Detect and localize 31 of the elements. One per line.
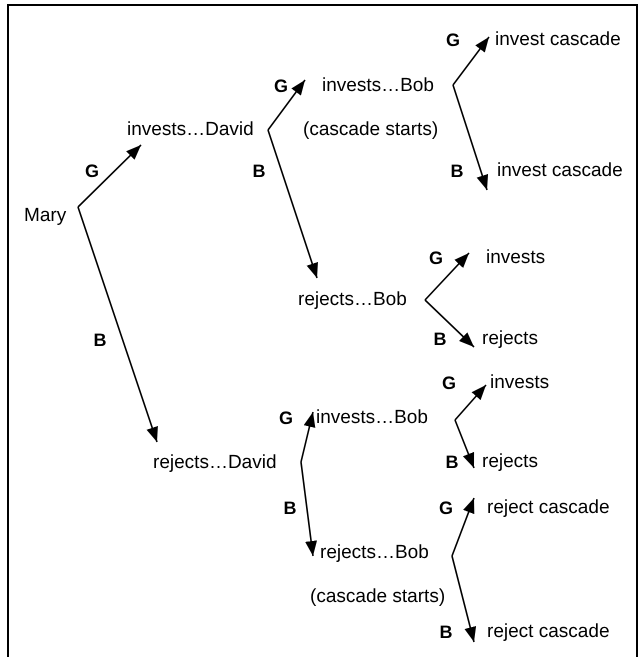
node-note: (cascade starts) [310, 587, 446, 607]
node-label: rejects…Bob [297, 289, 408, 311]
node-label: reject cascade [486, 497, 611, 519]
arrow [452, 36, 490, 86]
node-label: invest cascade [496, 160, 624, 182]
arrow [424, 252, 470, 301]
node-label: invests…Bob [321, 75, 435, 97]
arrow [452, 84, 488, 190]
node-label: rejects [481, 328, 539, 350]
node-label: invest cascade [494, 29, 622, 51]
node-label: reject cascade [486, 621, 611, 643]
node-label: invests…Bob [315, 407, 429, 429]
arrow [267, 80, 306, 130]
node-label: invests [489, 372, 550, 394]
arrow [451, 556, 476, 642]
node-label: Mary [23, 205, 68, 227]
arrow [300, 412, 316, 462]
arrow [77, 144, 142, 208]
node-label: invests…David [126, 119, 255, 141]
arrow [77, 206, 158, 442]
node-note: (cascade starts) [303, 120, 438, 140]
node-label: rejects…Bob [319, 542, 430, 564]
node-label: rejects…David [152, 452, 278, 474]
arrow [451, 498, 475, 556]
arrow [454, 420, 475, 468]
arrow [300, 462, 318, 556]
node-label: rejects [481, 451, 539, 473]
arrow [424, 299, 475, 348]
node-label: invests [485, 247, 546, 269]
arrow [267, 130, 318, 278]
arrow [454, 384, 487, 421]
